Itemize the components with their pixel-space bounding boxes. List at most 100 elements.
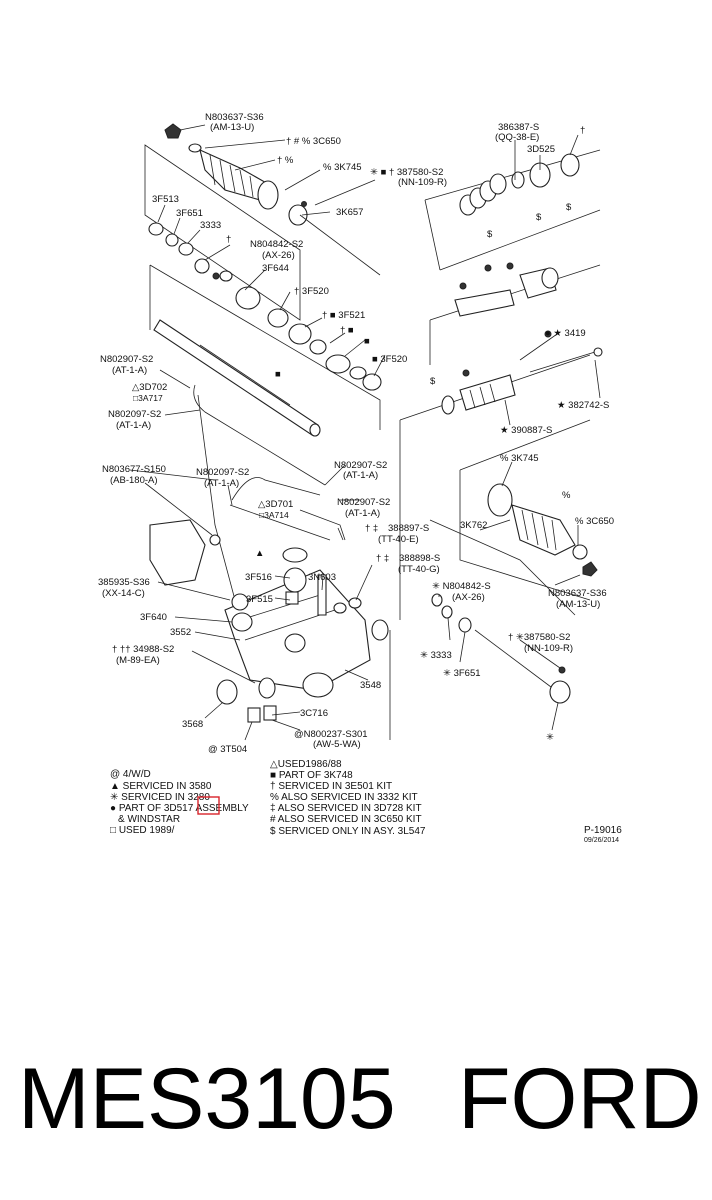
label-3d525: 3D525 bbox=[527, 144, 555, 155]
rack-bar bbox=[153, 319, 321, 437]
label-n803637-r: N803637-S36 bbox=[548, 588, 607, 599]
legend-right-item: ‡ ALSO SERVICED IN 3D728 KIT bbox=[270, 803, 422, 814]
asterisk-mark: ✳ bbox=[546, 732, 554, 743]
tie-rod-top-left bbox=[164, 123, 381, 276]
label-382742: ★ 382742-S bbox=[557, 400, 609, 411]
label-aw5wa: (AW-5-WA) bbox=[313, 739, 361, 750]
label-xx14c: (XX-14-C) bbox=[102, 588, 145, 599]
pinion-group bbox=[441, 330, 603, 415]
label-3f513: 3F513 bbox=[152, 194, 179, 205]
dollar-mark: $ bbox=[430, 376, 436, 387]
label-n802907-c: N802907-S2 bbox=[337, 497, 390, 508]
label-3k745-r: % 3K745 bbox=[500, 453, 539, 464]
label-at1a-c: (AT-1-A) bbox=[204, 478, 239, 489]
label-3552: 3552 bbox=[170, 627, 191, 638]
dollar-mark: $ bbox=[566, 202, 572, 213]
label-3f520-a: † 3F520 bbox=[294, 286, 329, 297]
label-3n603: 3N603 bbox=[308, 572, 336, 583]
label-3a714: □3A714 bbox=[259, 510, 289, 520]
label-n804842-r: ✳ N804842-S bbox=[432, 581, 491, 592]
triangle-mark: ▲ bbox=[255, 548, 264, 559]
label-3f651-r: ✳ 3F651 bbox=[443, 668, 481, 679]
figure-date: 09/26/2014 bbox=[584, 837, 619, 844]
label-3c650-r: % 3C650 bbox=[575, 516, 614, 527]
dagger-square: † ■ bbox=[340, 325, 354, 336]
label-3f651-top: 3F651 bbox=[176, 208, 203, 219]
label-3c716: 3C716 bbox=[300, 708, 328, 719]
dagger-ddagger: † ‡ bbox=[365, 523, 378, 534]
dagger-mark: † bbox=[580, 125, 585, 136]
legend-right: △USED1986/88 ■ PART OF 3K748 † SERVICED … bbox=[270, 759, 426, 837]
figure-reference: P-19016 bbox=[584, 825, 622, 836]
legend-right-item: △USED1986/88 bbox=[270, 759, 342, 770]
legend-right-item: $ SERVICED ONLY IN ASY. 3L547 bbox=[270, 826, 426, 837]
label-n804842-top: N804842-S2 bbox=[250, 239, 303, 250]
label-3f515: 3F515 bbox=[246, 594, 273, 605]
label-3k762: 3K762 bbox=[460, 520, 487, 531]
legend-left-item: □ USED 1989/ bbox=[110, 825, 175, 836]
label-at1a-d: (AT-1-A) bbox=[343, 470, 378, 481]
label-3f521: † ■ 3F521 bbox=[322, 310, 365, 321]
label-387580-top: ✳ ■ † 387580-S2 bbox=[370, 167, 443, 178]
label-3k657: 3K657 bbox=[336, 207, 363, 218]
label-at1a-a: (AT-1-A) bbox=[112, 365, 147, 376]
legend-left-item: ● PART OF 3D517 ASSEMBLY bbox=[110, 803, 249, 814]
label-3333-r: ✳ 3333 bbox=[420, 650, 452, 661]
label-tt40e: (TT-40-E) bbox=[378, 534, 419, 545]
label-am13u-top: (AM-13-U) bbox=[210, 122, 254, 133]
label-n802097-a: N802097-S2 bbox=[108, 409, 161, 420]
legend-left: @ 4/W/D ▲ SERVICED IN 3580 ✳ SERVICED IN… bbox=[110, 769, 249, 836]
label-ab180a: (AB-180-A) bbox=[110, 475, 158, 486]
pct-mark: % bbox=[562, 490, 571, 501]
label-n803677: N803677-S150 bbox=[102, 464, 166, 475]
label-nn109r-top: (NN-109-R) bbox=[398, 177, 447, 188]
part-number-caption: MES3105 bbox=[18, 1051, 396, 1147]
legend-left-item: & WINDSTAR bbox=[118, 814, 180, 825]
square-mark: ■ bbox=[364, 336, 370, 347]
label-at1a-e: (AT-1-A) bbox=[345, 508, 380, 519]
highlight-box bbox=[197, 796, 220, 815]
dagger-ddagger: † ‡ bbox=[376, 553, 389, 564]
tie-rod-lower-right bbox=[429, 483, 598, 704]
label-386387: 386387-S bbox=[498, 122, 539, 133]
label-n802097-b: N802097-S2 bbox=[196, 467, 249, 478]
label-m89ea: (M-89-EA) bbox=[116, 655, 160, 666]
brand-caption: FORD bbox=[458, 1051, 702, 1147]
legend-right-item: † SERVICED IN 3E501 KIT bbox=[270, 781, 392, 792]
label-3d701: △3D701 bbox=[258, 499, 293, 510]
hydraulic-tubes bbox=[193, 384, 346, 601]
label-3a717: □3A717 bbox=[133, 393, 163, 403]
label-388898: 388898-S bbox=[399, 553, 440, 564]
legend-right-item: # ALSO SERVICED IN 3C650 KIT bbox=[270, 814, 422, 825]
label-34988: † †† 34988-S2 bbox=[112, 644, 174, 655]
label-ax26-r: (AX-26) bbox=[452, 592, 485, 603]
label-388897: 388897-S bbox=[388, 523, 429, 534]
label-qq38e: (QQ-38-E) bbox=[495, 132, 539, 143]
label-3k745-top: % 3K745 bbox=[323, 162, 362, 173]
label-at1a-b: (AT-1-A) bbox=[116, 420, 151, 431]
label-3f516: 3F516 bbox=[245, 572, 272, 583]
label-3333-top: 3333 bbox=[200, 220, 221, 231]
valve-group-upper-right bbox=[454, 153, 580, 317]
dollar-mark: $ bbox=[487, 229, 493, 240]
label-3f520-b: ■ 3F520 bbox=[372, 354, 407, 365]
gear-housing bbox=[149, 519, 389, 723]
leader-lines bbox=[144, 124, 601, 741]
label-385935: 385935-S36 bbox=[98, 577, 150, 588]
label-390887: ★ 390887-S bbox=[500, 425, 552, 436]
legend-left-item: ✳ SERVICED IN 3280 bbox=[110, 792, 210, 803]
dagger-mark: † bbox=[226, 234, 231, 245]
dollar-mark: $ bbox=[536, 212, 542, 223]
legend-left-item: ▲ SERVICED IN 3580 bbox=[110, 781, 212, 792]
label-n800237: @N800237-S301 bbox=[294, 729, 368, 740]
legend-right-item: % ALSO SERVICED IN 3332 KIT bbox=[270, 792, 418, 803]
legend-left-item: @ 4/W/D bbox=[110, 769, 151, 780]
label-n802907-b: N802907-S2 bbox=[334, 460, 387, 471]
label-3t504: @ 3T504 bbox=[208, 744, 247, 755]
label-am13u-r: (AM-13-U) bbox=[556, 599, 600, 610]
square-mark: ■ bbox=[275, 369, 281, 380]
label-n802907-a: N802907-S2 bbox=[100, 354, 153, 365]
label-nn109r-r: (NN-109-R) bbox=[524, 643, 573, 654]
label-ax26-top: (AX-26) bbox=[262, 250, 295, 261]
label-3419: ● ★ 3419 bbox=[545, 328, 586, 339]
